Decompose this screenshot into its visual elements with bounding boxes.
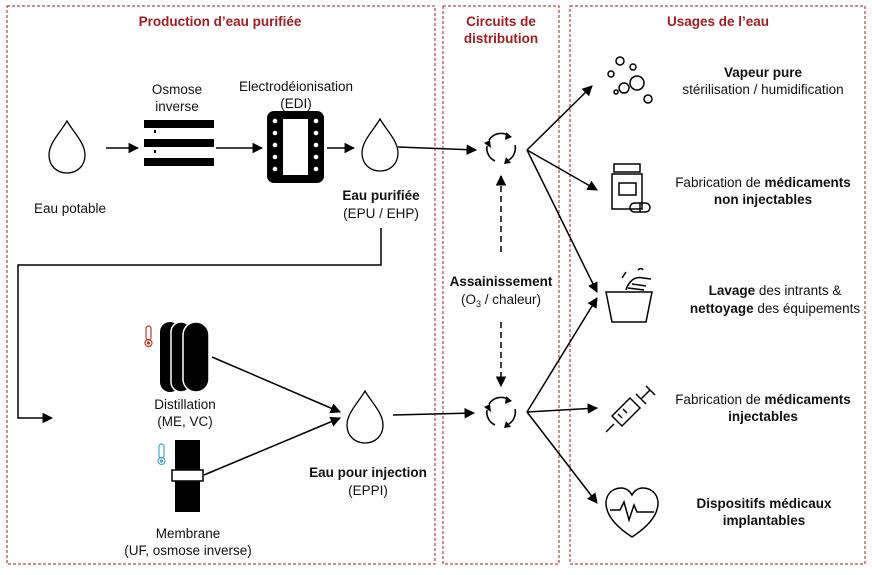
arrow-to-non-injectable [526,149,598,191]
membrane-label-line2: (UF, osmose inverse) [124,543,252,558]
injectable-label-line2: injectables [728,409,798,424]
arrow-distillation-to-injection [211,356,341,414]
hand-washing-icon [605,267,653,323]
injection-water-label-line1: Eau pour injection [309,465,427,480]
arrow-purified-to-circuit [397,144,478,155]
arrow-membrane-to-injection [203,416,341,476]
distribution-section [442,5,560,565]
syringe-icon [605,385,656,433]
arrow-to-injectable [526,403,599,414]
distribution-title-line2: distribution [464,31,538,46]
distribution-title-line1: Circuits de [466,14,536,29]
cold-thermometer-icon [157,443,166,466]
steam-detail: stérilisation / humidification [682,82,843,97]
distillation-label-line2: (ME, VC) [157,414,213,429]
implantable-label-line2: implantables [723,513,806,528]
osmosis-label-line2: inverse [155,99,199,114]
distillation-label-line1: Distillation [154,397,216,412]
washing-label-line1: Lavage des intrants & [709,283,842,298]
purified-water-drop-icon [361,118,399,172]
production-title: Production d’eau purifiée [139,14,302,29]
edi-label-line2: (EDI) [280,96,312,111]
arrow-purified-to-washing [526,149,598,293]
arrow-injection-to-circuit [392,407,476,419]
arrow-to-steam [526,85,593,151]
sanitization-label: Assainissement [450,274,553,289]
osmosis-label-line1: Osmose [152,82,202,97]
heart-monitor-icon [605,487,659,538]
purified-water-label-line2: (EPU / EHP) [343,206,419,221]
injection-water-label-line2: (EPPI) [348,483,388,498]
hot-thermometer-icon [144,325,153,348]
potable-water-drop-icon [48,120,86,174]
usages-title: Usages de l’eau [667,14,769,29]
recirculation-loop-injection-icon [483,395,517,429]
steam-title: Vapeur pure [724,65,803,80]
edi-chip-icon [267,111,324,183]
arrow-injection-to-washing [526,297,598,413]
washing-label-line2: nettoyage des équipements [690,301,861,316]
production-section [6,5,436,565]
sanitization-detail: (O3 / chaleur) [461,292,541,309]
injectable-label-line1: Fabrication de médicaments [675,392,851,407]
distillation-column-icon [160,321,210,393]
arrow-purified-to-injection-production [17,228,382,424]
arrow-to-implantable [526,411,598,504]
usages-section [569,5,866,565]
pill-bottle-icon [611,163,651,213]
implantable-label-line1: Dispositifs médicaux [696,496,832,511]
injection-water-drop-icon [346,390,384,444]
potable-water-label: Eau potable [34,201,106,216]
non-injectable-label-line1: Fabrication de médicaments [675,175,851,190]
recirculation-loop-purified-icon [483,131,517,165]
edi-label-line1: Electrodéionisation [239,79,353,94]
membrane-filter-icon [171,440,204,512]
bubbles-icon [607,56,653,104]
non-injectable-label-line2: non injectables [714,192,812,207]
purified-water-label-line1: Eau purifiée [342,188,420,203]
osmosis-filter-icon [144,120,214,166]
membrane-label-line1: Membrane [156,526,221,541]
